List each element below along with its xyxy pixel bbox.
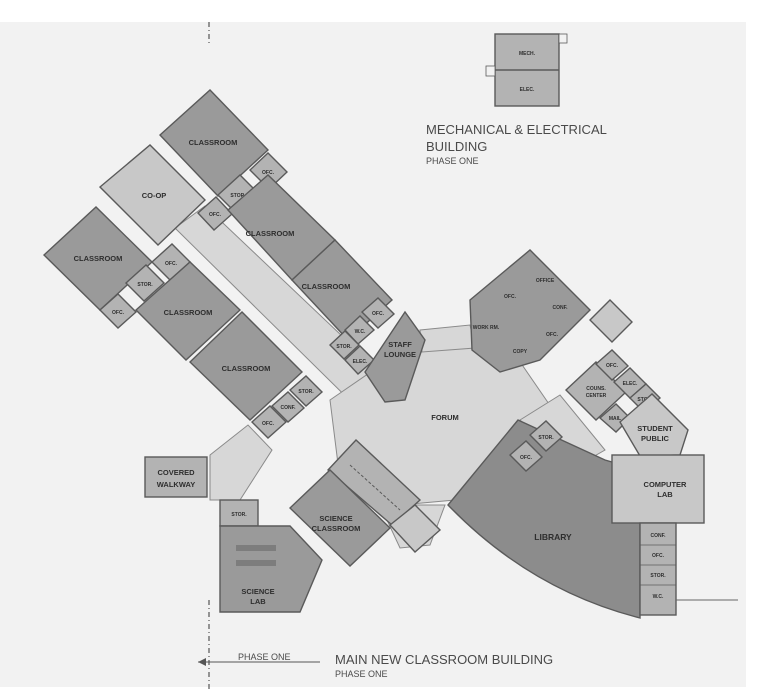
elec-room-label: ELEC.: [520, 87, 535, 93]
student-public-label-2: PUBLIC: [641, 434, 670, 443]
ofc-bottom-left-label: OFC.: [262, 421, 275, 427]
stor-left-label: STOR.: [137, 282, 153, 288]
east-entry-canopy: [589, 299, 633, 343]
library-support-rooms: [639, 522, 677, 616]
ofc-east: [594, 349, 630, 381]
west-wing: CLASSROOM OFC. CO-OP STOR. OFC. CLASSROO…: [42, 89, 426, 439]
science-classroom-label-2: CLASSROOM: [312, 524, 361, 533]
classroom-top-label: CLASSROOM: [189, 138, 238, 147]
staff-lounge-label-2: LOUNGE: [384, 350, 416, 359]
library-conf-label: CONF.: [651, 533, 667, 539]
counseling-label-1: COUNS.: [586, 386, 606, 392]
stor-library-label: STOR.: [538, 435, 554, 441]
admin-ofc-b-label: OFC.: [546, 332, 559, 338]
coop-room: [98, 144, 207, 246]
mech-elec-building: MECH. ELEC.: [485, 33, 568, 107]
conf-bottom-left-label: CONF.: [281, 405, 297, 411]
wc-right-label: W.C.: [355, 329, 366, 335]
ofc-library: [508, 440, 544, 472]
stor-right: [328, 330, 361, 360]
science-classroom-label-1: SCIENCE: [319, 514, 352, 523]
classroom-bottom-left-label: CLASSROOM: [222, 364, 271, 373]
admin-block: WORK RM. OFC. OFFICE CONF. OFC. COPY COU…: [469, 249, 689, 457]
stor-science-label: STOR.: [231, 512, 247, 518]
mech-room-label: MECH.: [519, 51, 536, 57]
science-lab-label-2: LAB: [250, 597, 266, 606]
ofc-top-label: OFC.: [262, 170, 275, 176]
classroom-top: [158, 89, 270, 197]
work-rm-label: WORK RM.: [473, 325, 500, 331]
mech-building-title-line2: BUILDING: [426, 139, 487, 154]
library-label: LIBRARY: [534, 532, 572, 542]
stor-right-label: STOR.: [336, 344, 352, 350]
elec-east-label: ELEC.: [623, 381, 638, 387]
lab-bench-2: [236, 560, 276, 566]
library-room: [447, 419, 641, 619]
mail-label: MAIL: [609, 416, 621, 422]
classroom-bottom-left: [188, 311, 304, 421]
library-wc-label: W.C.: [653, 594, 664, 600]
admin-copy-label: COPY: [513, 349, 528, 355]
ofc-west-label: OFC.: [209, 212, 222, 218]
main-building-title: MAIN NEW CLASSROOM BUILDING: [335, 652, 553, 667]
stor-left: [124, 264, 166, 302]
covered-walkway-label-1: COVERED: [157, 468, 195, 477]
computer-lab-label-1: COMPUTER: [644, 480, 688, 489]
ofc-east-label: OFC.: [606, 363, 619, 369]
computer-lab-label-2: LAB: [657, 490, 673, 499]
ofc-left-b-label: OFC.: [112, 310, 125, 316]
admin-conf-label: CONF.: [553, 305, 569, 311]
science-wing: SCIENCE CLASSROOM STOR. SCIENCE LAB: [219, 439, 442, 613]
elec-right-label: ELEC.: [353, 359, 368, 365]
science-prep: [326, 439, 422, 526]
computer-lab: [611, 454, 705, 524]
ofc-left-b: [98, 293, 138, 329]
admin-offices: [469, 249, 591, 373]
coop-label: CO-OP: [142, 191, 167, 200]
classroom-mid-left: [134, 261, 242, 361]
library-stor-label: STOR.: [650, 573, 666, 579]
stor-bottom-left-label: STOR.: [298, 389, 314, 395]
ofc-left-a-label: OFC.: [165, 261, 178, 267]
stor-bottom-left: [288, 375, 324, 407]
student-public: [619, 393, 689, 457]
admin-office-label: OFFICE: [536, 278, 555, 284]
mech-building-phase: PHASE ONE: [426, 156, 479, 166]
science-classroom: [288, 469, 392, 567]
classroom-left-label: CLASSROOM: [74, 254, 123, 263]
library-ofc-label: OFC.: [652, 553, 665, 559]
walkway-link-corridor: [209, 424, 273, 501]
mech-building-title-line1: MECHANICAL & ELECTRICAL: [426, 122, 607, 137]
lab-bench-1: [236, 545, 276, 551]
stor-science: [219, 499, 259, 527]
conf-bottom-left: [270, 391, 306, 423]
counseling-label-2: CENTER: [586, 393, 607, 399]
ofc-right-label: OFC.: [372, 311, 385, 317]
ofc-library-label: OFC.: [520, 455, 533, 461]
ofc-bottom-left: [250, 405, 288, 439]
east-link-corridor: [419, 324, 476, 353]
phase-marker-label: PHASE ONE: [238, 652, 291, 662]
covered-walkway: [144, 456, 208, 498]
classroom-mid-right-label: CLASSROOM: [246, 229, 295, 238]
science-entry-canopy: [388, 504, 442, 553]
covered-walkway-label-2: WALKWAY: [157, 480, 195, 489]
phase-marker-arrow: [198, 658, 206, 666]
stor-library: [528, 420, 564, 452]
ofc-right: [360, 297, 396, 329]
student-public-label-1: STUDENT: [637, 424, 673, 433]
forum-label: FORUM: [431, 413, 459, 422]
admin-ofc-a-label: OFC.: [504, 294, 517, 300]
stor-west-label: STOR.: [230, 193, 246, 199]
staff-lounge: [364, 310, 426, 403]
classroom-right-label: CLASSROOM: [302, 282, 351, 291]
staff-lounge-label-1: STAFF: [388, 340, 412, 349]
science-lab-label-1: SCIENCE: [241, 587, 274, 596]
classroom-mid-left-label: CLASSROOM: [164, 308, 213, 317]
main-building-phase: PHASE ONE: [335, 669, 388, 679]
library-block: LIBRARY STOR. OFC. COMPUTER LAB CONF. OF…: [447, 419, 738, 619]
